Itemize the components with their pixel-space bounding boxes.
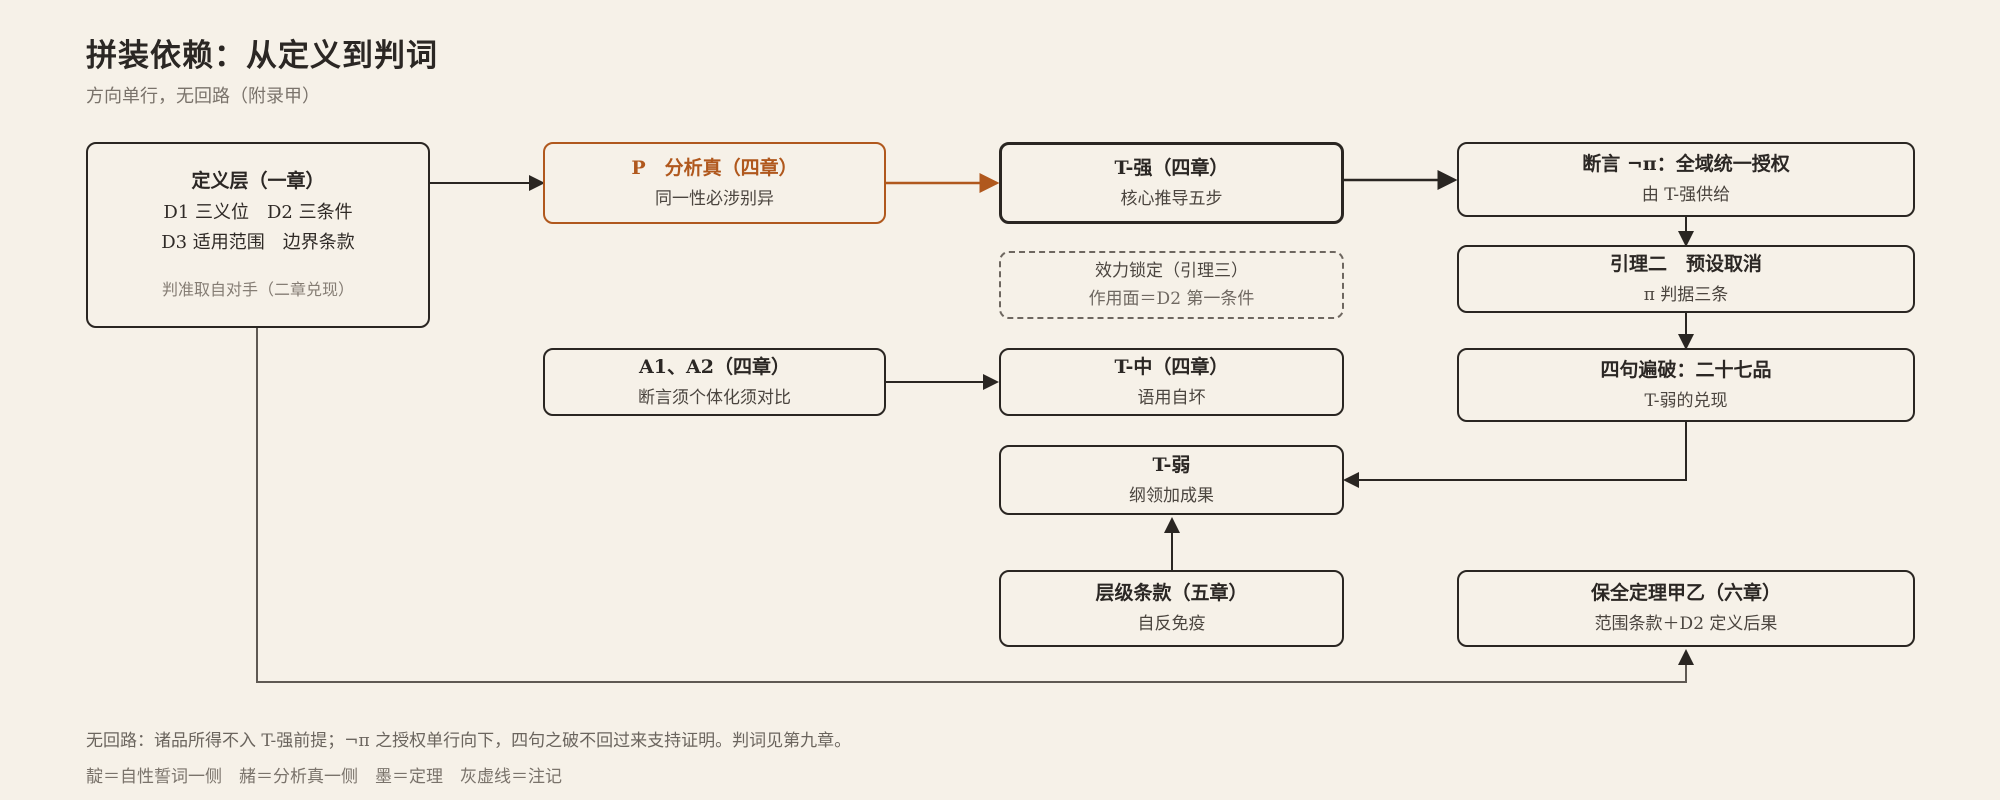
page-title: 拼装依赖：从定义到判词 bbox=[86, 38, 438, 74]
footer-no-cycle-note: 无回路：诸品所得不入 T-强前提；¬π 之授权单行向下，四句之破不回过来支持证明… bbox=[86, 731, 852, 751]
node-p-sub: 同一性必涉别异 bbox=[655, 188, 774, 209]
node-four-sentences-title: 四句遍破：二十七品 bbox=[1600, 358, 1772, 381]
node-a1-a2: A1、A2（四章） 断言须个体化须对比 bbox=[543, 348, 886, 416]
node-lemma-two-title: 引理二 预设取消 bbox=[1609, 252, 1762, 275]
node-assertion-not-pi: 断言 ¬π：全域统一授权 由 T-强供给 bbox=[1457, 142, 1915, 217]
node-level-clause: 层级条款（五章） 自反免疫 bbox=[999, 570, 1344, 647]
node-preservation-theorem: 保全定理甲乙（六章） 范围条款＋D2 定义后果 bbox=[1457, 570, 1915, 647]
node-t-mid-sub: 语用自坏 bbox=[1137, 387, 1206, 408]
node-p-title: P 分析真（四章） bbox=[631, 156, 798, 179]
node-preservation-title: 保全定理甲乙（六章） bbox=[1590, 582, 1781, 605]
node-lemma-two-sub: π 判据三条 bbox=[1643, 284, 1729, 305]
node-t-strong-title: T-强（四章） bbox=[1114, 156, 1229, 179]
node-a1-a2-sub: 断言须个体化须对比 bbox=[638, 387, 791, 408]
footer-legend: 靛＝自性誓词一侧 赭＝分析真一侧 墨＝定理 灰虚线＝注记 bbox=[86, 767, 562, 787]
node-four-sentences: 四句遍破：二十七品 T-弱的兑现 bbox=[1457, 348, 1915, 422]
node-t-weak: T-弱 纲领加成果 bbox=[999, 445, 1344, 515]
node-four-sentences-sub: T-弱的兑现 bbox=[1644, 390, 1728, 411]
arrow-definition-to-preservation bbox=[256, 328, 1694, 683]
node-t-strong: T-强（四章） 核心推导五步 bbox=[999, 142, 1344, 224]
node-effect-lock-title: 效力锁定（引理三） bbox=[1095, 260, 1248, 281]
node-assertion-title: 断言 ¬π：全域统一授权 bbox=[1582, 153, 1790, 176]
node-t-mid: T-中（四章） 语用自坏 bbox=[999, 348, 1344, 416]
node-definition-layer: 定义层（一章） D1 三义位 D2 三条件 D3 适用范围 边界条款 判准取自对… bbox=[86, 142, 430, 328]
node-preservation-sub: 范围条款＋D2 定义后果 bbox=[1594, 614, 1778, 635]
node-t-strong-sub: 核心推导五步 bbox=[1120, 188, 1223, 209]
node-lemma-two: 引理二 预设取消 π 判据三条 bbox=[1457, 245, 1915, 313]
node-definition-note: 判准取自对手（二章兑现） bbox=[161, 279, 354, 299]
node-level-clause-title: 层级条款（五章） bbox=[1095, 582, 1248, 605]
node-assertion-sub: 由 T-强供给 bbox=[1641, 185, 1731, 206]
node-definition-title: 定义层（一章） bbox=[191, 170, 325, 192]
arrow-four-to-t-weak bbox=[1343, 422, 1687, 488]
node-t-mid-title: T-中（四章） bbox=[1114, 355, 1229, 378]
node-effect-lock-note: 效力锁定（引理三） 作用面＝D2 第一条件 bbox=[999, 251, 1344, 319]
node-definition-line2: D3 适用范围 边界条款 bbox=[161, 232, 355, 254]
node-t-weak-title: T-弱 bbox=[1152, 453, 1191, 476]
node-a1-a2-title: A1、A2（四章） bbox=[639, 355, 790, 378]
node-level-clause-sub: 自反免疫 bbox=[1137, 614, 1206, 635]
node-definition-line1: D1 三义位 D2 三条件 bbox=[163, 201, 353, 223]
node-p-analytic-truth: P 分析真（四章） 同一性必涉别异 bbox=[543, 142, 886, 224]
node-t-weak-sub: 纲领加成果 bbox=[1129, 485, 1214, 506]
page-subtitle: 方向单行，无回路（附录甲） bbox=[86, 86, 320, 107]
node-effect-lock-sub: 作用面＝D2 第一条件 bbox=[1088, 289, 1255, 309]
